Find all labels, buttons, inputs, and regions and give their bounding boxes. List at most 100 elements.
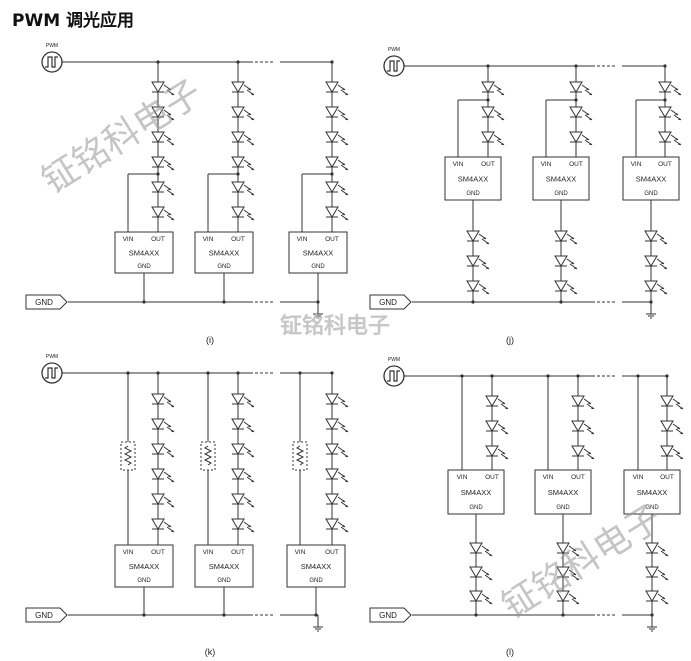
ic-out-label: OUT [231,236,245,243]
led-icon [658,106,682,121]
junction-dot [330,172,334,176]
led-arrowheads [342,400,348,407]
led-arrowheads [168,525,174,532]
led-icon [151,493,175,508]
led-icon [151,81,175,96]
ground-icon [313,626,323,632]
led-triangle [151,181,165,193]
led-icon [569,106,593,121]
ic-vin-label: VIN [457,474,468,481]
ic-vin-label: VIN [541,161,552,168]
led-triangle [325,131,339,143]
ic-part-label: SM4AXX [636,175,666,184]
junction-dot [156,172,160,176]
pwm-label: PWM [388,47,400,53]
square-wave-icon [387,60,400,72]
led-arrowheads [168,425,174,432]
led-icon [481,81,505,96]
led-arrowheads [248,88,254,95]
gnd-port-icon [25,294,68,310]
led-icon [554,230,578,245]
led-icon [325,106,349,121]
ic-box [532,156,590,201]
led-arrowheads [342,425,348,432]
led-triangle [554,230,568,242]
led-arrowheads [502,427,508,434]
led-arrowheads [483,262,489,269]
led-arrowheads [498,88,504,95]
led-icon [231,131,255,146]
led-triangle [466,230,480,242]
led-triangle [571,445,585,457]
led-icon [645,566,669,581]
pwm-label: PWM [46,43,58,49]
led-arrowheads [168,113,174,120]
led-arrowheads [498,138,504,145]
led-icon [325,518,349,533]
ic-box [114,544,174,588]
ic-gnd-label: GND [137,578,151,584]
led-triangle [556,590,570,602]
ic-out-label: OUT [658,161,672,168]
pwm-label: PWM [46,354,58,360]
led-arrowheads [168,138,174,145]
led-icon [485,395,509,410]
led-icon [231,81,255,96]
led-triangle [151,393,165,405]
ic-out-label: OUT [151,236,165,243]
led-arrowheads [248,213,254,220]
ic-gnd-label: GND [645,505,659,511]
ic-vin-label: VIN [631,161,642,168]
led-arrowheads [168,213,174,220]
led-icon [231,468,255,483]
led-icon [325,468,349,483]
led-arrowheads [675,88,681,95]
led-triangle [481,81,495,93]
led-triangle [231,106,245,118]
led-arrowheads [486,549,492,556]
led-icon [485,420,509,435]
led-icon [571,395,595,410]
led-icon [151,131,175,146]
resistor-icon [123,445,133,466]
led-icon [231,181,255,196]
led-triangle [569,106,583,118]
led-triangle [151,81,165,93]
ic-out-label: OUT [571,474,585,481]
led-arrowheads [168,400,174,407]
led-triangle [645,566,659,578]
led-icon [660,445,684,460]
led-icon [325,443,349,458]
led-arrowheads [675,138,681,145]
led-triangle [325,443,339,455]
gnd-port-label: GND [379,611,397,620]
led-arrowheads [662,573,668,580]
led-arrowheads [502,402,508,409]
led-arrowheads [662,597,668,604]
led-arrowheads [661,262,667,269]
led-icon [485,445,509,460]
led-triangle [660,395,674,407]
led-icon [658,131,682,146]
led-arrowheads [573,549,579,556]
led-arrowheads [573,573,579,580]
ic-part-label: SM4AXX [546,175,576,184]
panel-caption: (k) [205,647,216,657]
page-title: PWM 调光应用 [12,11,135,31]
gnd-port-icon [25,607,68,623]
ic-out-label: OUT [481,161,495,168]
led-arrowheads [248,500,254,507]
led-icon [469,590,493,605]
led-triangle [644,230,658,242]
ic-box [114,231,174,274]
led-icon [554,255,578,270]
led-arrowheads [248,113,254,120]
led-triangle [151,131,165,143]
ic-gnd-label: GND [309,578,323,584]
led-icon [231,493,255,508]
led-triangle [658,81,672,93]
led-triangle [151,468,165,480]
ic-part-label: SM4AXX [209,249,239,258]
led-triangle [151,518,165,530]
